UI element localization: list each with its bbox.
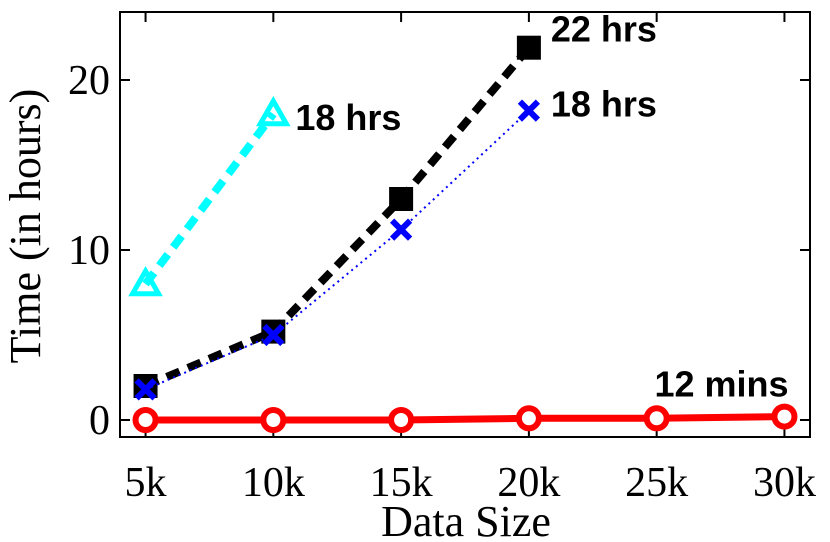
series-3 — [132, 403, 798, 433]
y-tick-label: 20 — [68, 58, 110, 104]
data-point-x — [134, 378, 157, 401]
y-tick-label: 10 — [68, 228, 110, 274]
x-tick-label: 25k — [625, 460, 688, 506]
data-point-circle — [260, 407, 287, 433]
data-point-circle — [388, 407, 415, 433]
x-axis: 5k 10k 15k 20k 25k 30k — [125, 12, 816, 506]
annotation-label: 12 mins — [654, 364, 788, 405]
data-point-circle — [132, 407, 159, 433]
data-point-triangle — [256, 95, 291, 127]
series-2 — [134, 99, 541, 401]
x-tick-label: 10k — [242, 460, 305, 506]
annotation-layer: 18 hrs 22 hrs 18 hrs 12 mins — [295, 9, 788, 405]
x-tick-label: 15k — [370, 460, 433, 506]
series-line — [145, 109, 530, 391]
plot-border — [119, 11, 811, 438]
y-axis: 0 10 20 — [68, 58, 810, 444]
annotation-label: 22 hrs — [551, 9, 657, 50]
data-point-circle — [771, 403, 798, 430]
series-1 — [133, 35, 541, 398]
x-tick-label: 30k — [753, 460, 816, 506]
series-line — [145, 413, 785, 424]
data-point-square — [389, 187, 414, 211]
data-point-circle — [515, 405, 542, 432]
x-axis-title: Data Size — [381, 497, 551, 542]
data-point-x — [262, 323, 285, 347]
annotation-label: 18 hrs — [551, 84, 657, 125]
plot-frame — [119, 11, 811, 438]
x-tick-label: 5k — [125, 460, 167, 506]
series-layer — [128, 35, 798, 433]
annotation-label: 18 hrs — [295, 97, 401, 138]
y-tick-label: 0 — [89, 398, 110, 444]
series-0 — [128, 95, 291, 297]
data-point-triangle — [128, 265, 163, 297]
data-point-x — [517, 99, 541, 122]
data-point-x — [389, 218, 413, 241]
y-axis-title: Time (in hours) — [1, 89, 50, 364]
series-line — [142, 111, 277, 287]
data-point-square — [516, 35, 541, 60]
x-tick-label: 20k — [497, 460, 560, 506]
series-line — [143, 45, 532, 390]
data-point-circle — [643, 405, 670, 432]
